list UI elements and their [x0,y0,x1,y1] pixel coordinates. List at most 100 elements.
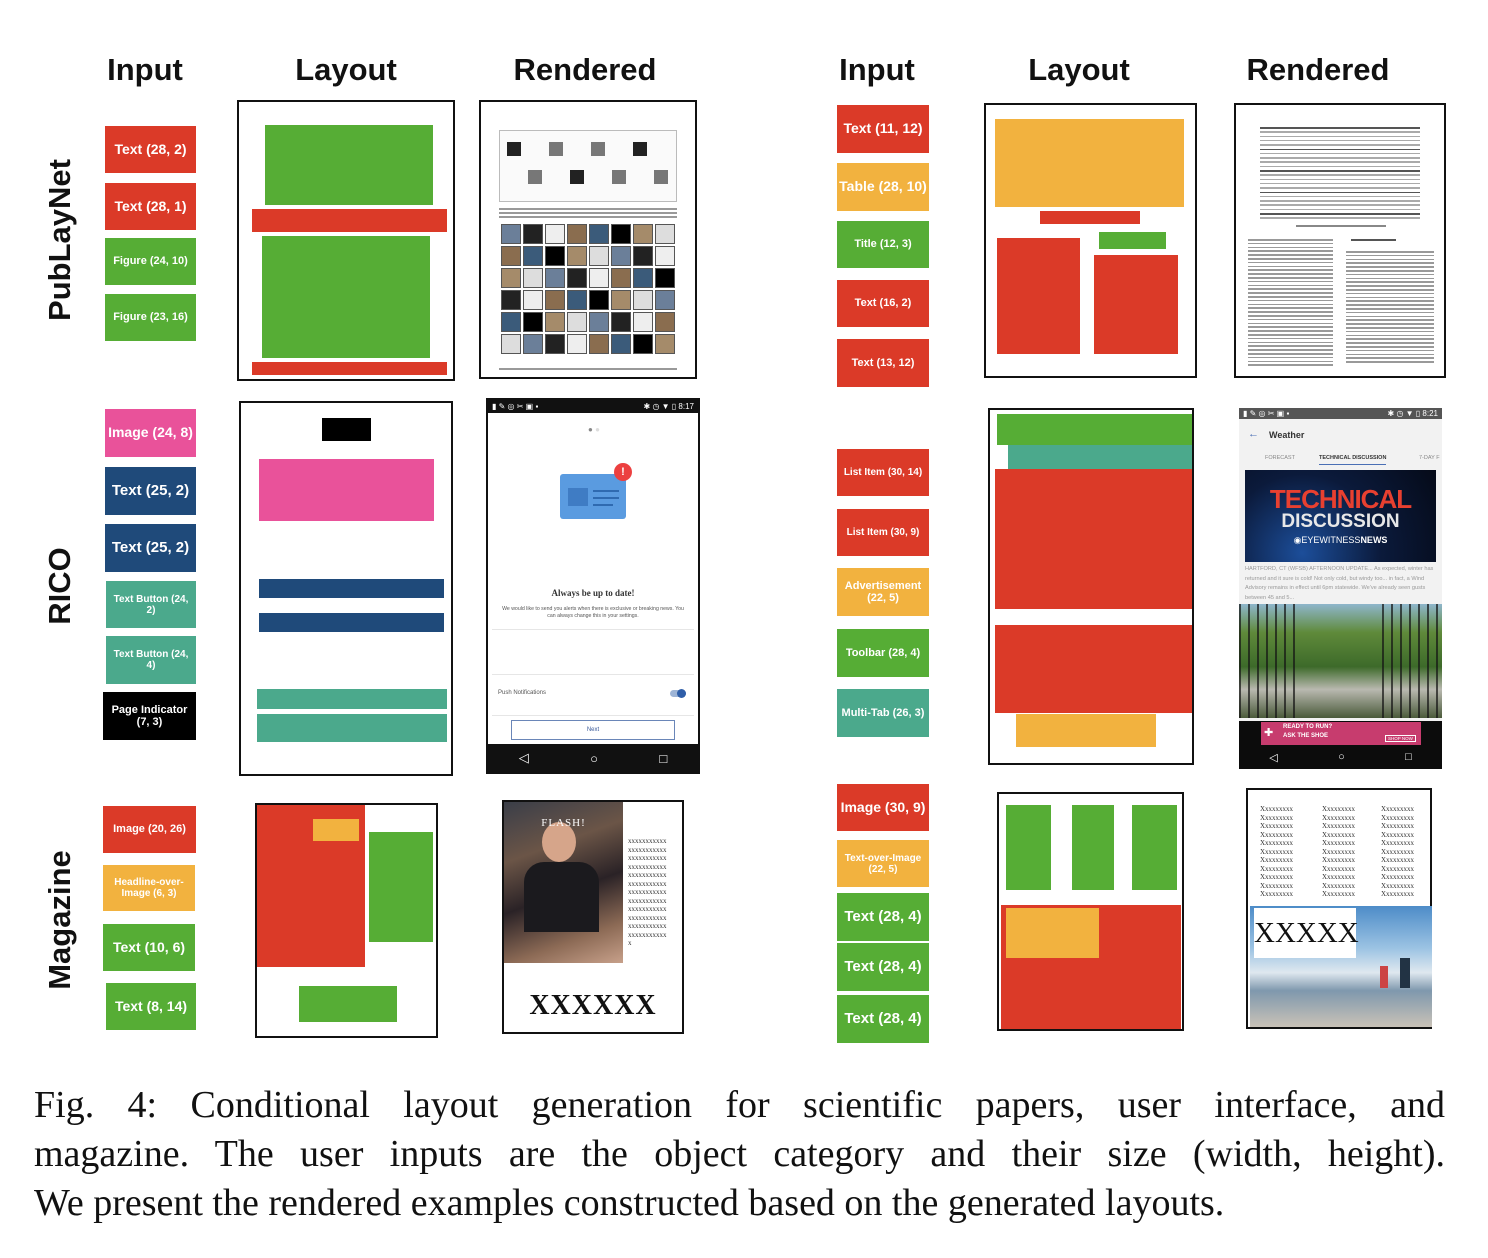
grid-image-tile [655,246,675,266]
table-row-line [1260,144,1420,146]
grid-image-tile [611,334,631,354]
layout-box-text [252,362,447,375]
banner-brand-a: EYEWITNESS [1301,535,1361,545]
banner-brand: ◉EYEWITNESSNEWS [1245,535,1436,546]
layout-box-text [1094,255,1178,354]
layout-canvas-publaynet-right [984,103,1197,378]
text-line [1248,265,1333,268]
layout-box-text [369,832,433,942]
row-label-magazine: Magazine [42,850,77,990]
photo-person [1400,958,1410,988]
gate-left [1239,604,1299,718]
rendered-magazine-right: Xxxxxxxxx Xxxxxxxxx Xxxxxxxxx Xxxxxxxxx … [1246,788,1432,1029]
rendered-paper-page-left [479,100,697,379]
text-line [1346,361,1434,363]
article-snippet[interactable]: HARTFORD, CT (WFSB) AFTERNOON UPDATE... … [1245,566,1434,601]
tab-technical-discussion[interactable]: TECHNICAL DISCUSSION [1319,455,1387,465]
table-row-line [1260,217,1420,219]
layout-box-text-over-image [1006,908,1099,958]
advertisement-banner[interactable]: ✚ READY TO RUN? ASK THE SHOE SHOP NOW [1261,722,1421,745]
tab-7-day[interactable]: 7-DAY F [1419,455,1440,461]
input-chip: Text (8, 14) [106,983,196,1030]
text-line [1248,288,1333,290]
layout-box-image [259,459,434,521]
banner-brand-b: NEWS [1360,535,1388,545]
text-line [1346,342,1434,344]
table-row-line [1260,178,1420,181]
text-line [1346,285,1434,287]
text-line [1346,338,1434,340]
table-row-line [1260,204,1420,206]
input-chip: Text (25, 2) [105,467,196,515]
table-row-line [1260,127,1420,129]
magazine-headline: XXXXX [1254,908,1359,958]
input-chip: Text Button (24, 2) [106,581,196,628]
rendered-phone-left: ▮ ✎ ◎ ✂ ▣ ▪ ✱ ◷ ▼ ▯ 8:17 ● ● ! Always be… [486,398,700,774]
input-chip: Headline-over-Image (6, 3) [103,865,195,911]
next-button[interactable]: Next [511,720,675,740]
grid-image-tile [611,312,631,332]
text-line [1248,345,1333,347]
grid-image-tile [523,290,543,310]
grid-image-tile [501,312,521,332]
text-line [1346,315,1434,318]
tab-forecast[interactable]: FORECAST [1265,455,1295,461]
push-notifications-label: Push Notifications [498,690,547,696]
layout-box-title [1099,232,1166,249]
brand-logo-icon: ◉ [1293,535,1302,545]
text-line [1248,311,1333,313]
status-time: 8:17 [678,402,694,411]
page-indicator-dots[interactable]: ● ● [588,425,600,434]
text-line [1248,296,1333,298]
home-icon[interactable]: ○ [1338,751,1345,763]
home-icon[interactable]: ○ [590,750,598,766]
text-line [1248,280,1333,283]
navigation-bar: ◁ ○ □ [488,744,698,772]
table-caption-line [1296,225,1386,227]
table-row-line [1260,131,1420,133]
grid-image-tile [589,334,609,354]
status-icons: ▮ ✎ ◎ ✂ ▣ ▪ [492,402,539,411]
table-row-line [1260,200,1420,202]
onboarding-heading: Always be up to date! [551,588,635,598]
input-chip: Toolbar (28, 4) [837,629,929,677]
layout-box-text [259,579,444,598]
text-line [1248,330,1333,332]
caption-line [499,212,677,214]
input-chip: Table (28, 10) [837,163,929,211]
divider [492,715,694,716]
back-icon[interactable]: ◁ [518,750,529,765]
text-line [1248,273,1333,275]
figure-caption: Fig. 4: Conditional layout generation fo… [34,1081,1445,1228]
garden-photo [1239,604,1442,718]
recents-icon[interactable]: □ [1405,751,1412,763]
magazine-photo-snow [1250,906,1432,1027]
layout-box-table [995,119,1184,207]
input-chip: Text (28, 4) [837,893,929,941]
grid-image-tile [567,334,587,354]
layout-box-page-indicator [322,418,371,441]
grid-image-tile [523,312,543,332]
text-line [1248,299,1333,302]
layout-box-text [1040,211,1140,224]
ad-shop-now-button[interactable]: SHOP NOW [1385,735,1416,742]
text-line [1346,304,1434,306]
text-line [1346,254,1434,257]
input-chip: Advertisement (22, 5) [837,568,929,616]
caption-line [499,208,677,210]
text-line [1346,330,1434,333]
grid-image-tile [545,246,565,266]
table-row-line [1260,208,1420,211]
text-line [1346,349,1434,352]
back-icon[interactable]: ◁ [1269,751,1278,764]
grid-image-tile [501,334,521,354]
recents-icon[interactable]: □ [659,750,668,766]
text-line [1248,360,1333,363]
push-notifications-toggle[interactable] [670,689,686,698]
input-chip: Text (11, 12) [837,105,929,153]
diagram-node [507,142,521,156]
divider [492,629,694,630]
input-chip: Multi-Tab (26, 3) [837,689,929,737]
back-arrow-icon[interactable]: ← [1248,428,1259,440]
